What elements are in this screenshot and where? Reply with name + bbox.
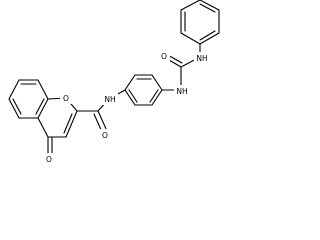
bond	[63, 113, 73, 134]
bond	[8, 79, 20, 100]
bond	[65, 110, 78, 138]
bond	[8, 98, 20, 119]
atom-label-urea-outer-nh: NH	[196, 54, 207, 63]
bond	[199, 32, 220, 45]
bond	[149, 89, 159, 103]
bond	[128, 89, 138, 103]
bond	[37, 98, 49, 119]
bond	[35, 98, 45, 115]
bond	[124, 89, 136, 106]
atom-label-urea-oxygen: O	[161, 52, 167, 61]
molecule-diagram: O O O O NH NH NH	[8, 0, 220, 165]
bond	[199, 0, 220, 11]
atom-label-ring-oxygen: O	[63, 94, 69, 103]
bond	[124, 74, 136, 91]
bond	[151, 89, 163, 106]
structure-svg: O O O O NH NH NH	[8, 0, 220, 165]
atom-label-urea-inner-nh: NH	[176, 87, 187, 96]
bonds	[8, 0, 220, 156]
bond	[180, 32, 201, 45]
bond	[37, 79, 49, 100]
bond	[151, 74, 163, 91]
bond	[180, 0, 201, 11]
atom-label-amide-nh: NH	[104, 95, 115, 104]
bond	[199, 30, 216, 41]
bond	[97, 110, 108, 132]
atom-labels: O O O O NH NH NH	[43, 50, 210, 165]
bond	[37, 117, 49, 138]
atom-label-carbonyl-oxygen: O	[46, 155, 52, 164]
bond	[12, 98, 22, 115]
bond	[199, 3, 216, 13]
atom-label-amide-oxygen: O	[102, 131, 108, 140]
